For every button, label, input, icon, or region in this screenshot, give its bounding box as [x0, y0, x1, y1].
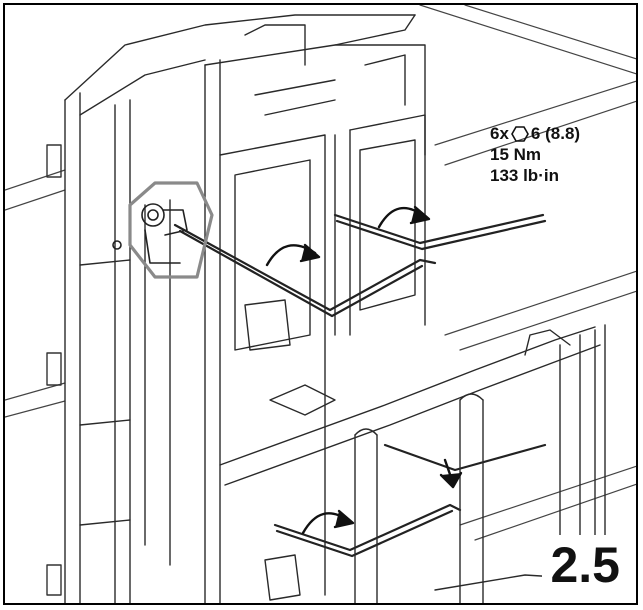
hex-key-size: 6 (8.8): [530, 124, 581, 143]
lever-assembly: [219, 299, 606, 603]
middle-module: [204, 24, 426, 603]
right-module: [334, 14, 426, 336]
background-rails: [5, 5, 636, 541]
hex-key-tools: [173, 213, 547, 558]
rotation-arrows: [265, 205, 463, 535]
step-number: 2.5: [542, 535, 626, 595]
illustration-frame: 6x 6 (8.8) 15 Nm 133 lb·in 2.5: [3, 3, 638, 605]
assembly-drawing: [5, 5, 636, 603]
torque-lbin: 133 lb·in: [490, 166, 559, 185]
torque-nm: 15 Nm: [490, 145, 542, 164]
torque-specification: 6x 6 (8.8) 15 Nm 133 lb·in: [490, 123, 580, 186]
rear-module: [64, 14, 416, 603]
screw-detail: [112, 203, 188, 264]
detail-callout: [128, 181, 214, 279]
wall-brackets: [46, 144, 62, 596]
hexagon-icon: [511, 126, 529, 142]
fastener-count: 6x: [490, 124, 509, 143]
fastener-row: 6x 6 (8.8): [490, 123, 580, 144]
